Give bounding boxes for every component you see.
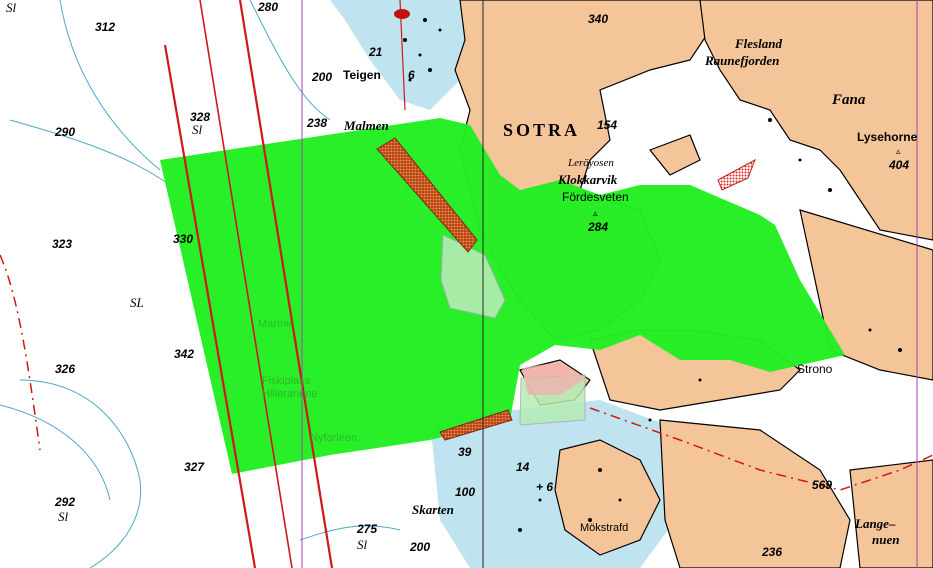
depth-label: 39	[458, 445, 472, 459]
depth-label: 280	[258, 0, 279, 14]
depth-label: 154	[597, 118, 618, 132]
summit-triangle-icon: ▵	[593, 209, 598, 219]
pink-patch	[522, 362, 585, 395]
survey-area-highlight	[440, 234, 506, 319]
place-name-klokkarvik: Klokkarvik	[558, 172, 618, 187]
depth-label: 327	[184, 460, 205, 474]
place-name-sotra: SOTRA	[503, 120, 581, 140]
place-name-raunefjorden: Raunefjorden	[705, 53, 780, 68]
depth-label: 236	[762, 545, 783, 559]
depth-label: 200	[312, 70, 333, 84]
bottom-code-label: Sl	[357, 537, 368, 552]
restricted-area-east	[717, 158, 756, 191]
place-name-leroyosen: Leröyosen	[568, 157, 614, 169]
bottom-code-label: Sl	[6, 0, 17, 15]
summit-triangle-icon: ▵	[896, 147, 901, 157]
place-name-fordesveten: Fördesveten	[562, 190, 629, 204]
overlay-text-2: Fiskiplass	[262, 375, 311, 387]
shallow-water-north	[330, 0, 480, 110]
depth-label: 328	[190, 110, 211, 124]
place-name-langenuen-line-1: Lange–	[855, 516, 896, 531]
depth-label: 404	[889, 158, 910, 172]
place-name-flesland: Flesland	[735, 36, 782, 51]
overlay-text-4: Nyfarleen	[310, 432, 358, 444]
place-name-strono: Strono	[797, 362, 833, 376]
bottom-code-label: Sl	[192, 122, 203, 137]
overlay-text-1: Marmin	[258, 318, 295, 330]
depth-label: 330	[173, 232, 194, 246]
depth-label: 312	[95, 20, 116, 34]
depth-label: 6	[408, 68, 415, 82]
land-langenuen	[849, 459, 933, 568]
place-name-malmen: Malmen	[344, 118, 389, 133]
depth-label: 14	[516, 460, 530, 474]
depth-label: 100	[455, 485, 476, 499]
depth-label: 340	[588, 12, 609, 26]
depth-label: 326	[55, 362, 76, 376]
depth-label: 284	[588, 220, 609, 234]
depth-label: 238	[307, 116, 328, 130]
bottom-code-label: Sl	[58, 509, 69, 524]
depth-label: 200	[410, 540, 431, 554]
restricted-area-south	[439, 409, 513, 441]
depth-label: 569	[812, 478, 833, 492]
depth-label: + 6	[536, 480, 554, 494]
restricted-area-north	[376, 137, 478, 253]
land-south-islands	[554, 439, 661, 556]
rocks	[403, 18, 902, 532]
depth-label: 290	[55, 125, 76, 139]
depth-label: 21	[369, 45, 383, 59]
place-name-langenuen-line-2: nuen	[872, 532, 900, 547]
depth-label: 292	[55, 495, 76, 509]
land-islet-2	[649, 134, 701, 176]
depth-label: 275	[357, 522, 378, 536]
land-flesland	[699, 0, 933, 241]
boundary-lines	[301, 0, 918, 568]
depth-label: 342	[174, 347, 195, 361]
overlay-text-3: Hilleranene	[262, 388, 318, 400]
place-name-teigen: Teigen	[343, 68, 381, 82]
bottom-code-label: SL	[130, 295, 144, 310]
place-name-mokstrafd: Mökstrafd	[580, 522, 629, 534]
place-name-skarten: Skarten	[412, 502, 454, 517]
place-name-lysehorne: Lysehorne	[857, 130, 918, 144]
depth-label: 323	[52, 237, 73, 251]
red-buoy	[394, 9, 410, 19]
place-name-fana: Fana	[832, 92, 866, 108]
land-southeast	[659, 419, 851, 568]
